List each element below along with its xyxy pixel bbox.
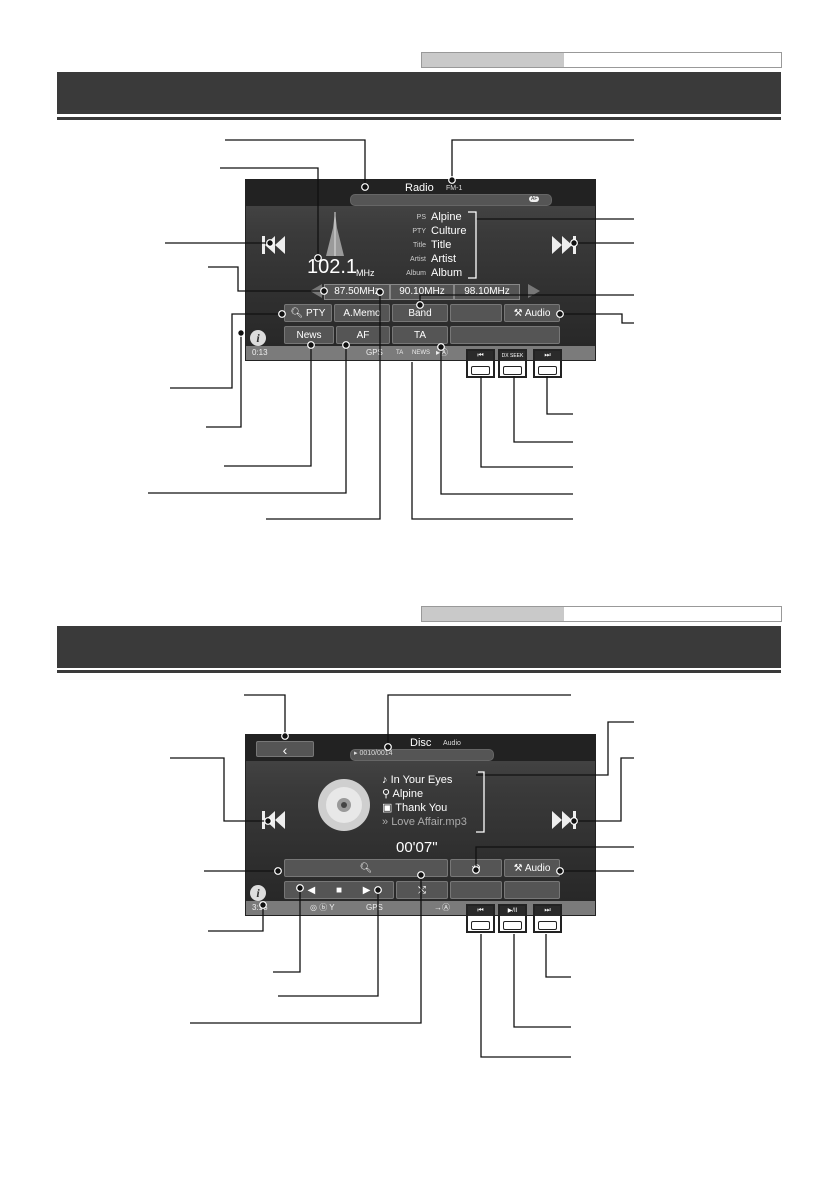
amemo-button[interactable]: A.Memo (334, 304, 390, 322)
status-gps: GPS (366, 903, 383, 912)
back-button[interactable]: ‹ (256, 741, 314, 758)
play-icon: ▸ (354, 750, 360, 757)
meta-label: Title (413, 241, 426, 249)
radio-frequency-unit: MHz (356, 268, 375, 278)
meta-value: Title (431, 239, 452, 251)
file-icon: » (382, 816, 392, 828)
radio-band-label: FM-1 (446, 185, 463, 192)
blank-button[interactable] (450, 326, 560, 344)
status-gps: GPS (366, 348, 383, 357)
audio-button[interactable]: ⚒ Audio (504, 859, 560, 877)
info-icon[interactable]: i (250, 330, 266, 346)
artist-icon: ⚲ (382, 788, 393, 800)
pty-label: PTY (306, 308, 326, 319)
ta-button[interactable]: TA (392, 326, 448, 344)
hw-dx-seek-button[interactable]: DX SEEK (498, 349, 527, 378)
back-chevron-icon: ‹ (282, 742, 288, 758)
status-icons: ◎ ⓑ Y (310, 903, 335, 912)
status-time: 3:15 (252, 903, 268, 912)
disc-subtitle: Audio (443, 740, 461, 747)
meta-value: Artist (431, 253, 457, 265)
search-button[interactable]: 🔍︎ (284, 859, 448, 877)
artist-name: Alpine (392, 788, 424, 800)
album-name: Thank You (395, 802, 448, 814)
pty-search-button[interactable]: 🔍︎ PTY (284, 304, 332, 322)
blank-button[interactable] (450, 304, 502, 322)
song-title: In Your Eyes (390, 774, 453, 786)
disc-screen: ‹ Disc Audio ▸ 0010/0014 ♪ In Your Eyes … (245, 734, 596, 916)
section-tab-strip (421, 52, 782, 68)
radio-info-pill (350, 194, 552, 206)
meta-value: Culture (431, 225, 467, 237)
meta-value: Alpine (431, 211, 462, 223)
track-counter: ▸ 0010/0014 (354, 750, 393, 757)
disc-meta-list: ♪ In Your Eyes ⚲ Alpine ▣ Thank You » Lo… (382, 773, 467, 829)
hw-prev-button[interactable]: ⏮ (466, 904, 495, 933)
section-banner (57, 72, 781, 114)
status-time: 0:13 (252, 348, 268, 357)
disc-title: Disc (410, 737, 432, 749)
nav-arrow-icon: →Ⓐ (434, 903, 450, 912)
shuffle-button[interactable]: ⤭ (396, 881, 448, 899)
preset-button[interactable]: 98.10MHz (454, 284, 520, 300)
shuffle-icon: ⤭ (418, 885, 426, 896)
wrench-icon: ⚒ (513, 863, 525, 874)
elapsed-time: 00'07" (396, 839, 438, 856)
disc-artwork-icon (318, 779, 370, 831)
blank-button[interactable] (450, 881, 502, 899)
folder-nav-button[interactable]: ◀ ■ ▶ (284, 881, 394, 899)
wrench-icon: ⚒ (513, 308, 525, 319)
af-badge: AF (529, 196, 540, 202)
search-icon: 🔍︎ (290, 308, 307, 319)
hw-play-pause-button[interactable]: ▶/II (498, 904, 527, 933)
radio-title: Radio (405, 182, 434, 194)
meta-value: Album (431, 267, 463, 279)
meta-label: PS (416, 213, 426, 221)
nav-arrow-icon: ▸Ⓐ (436, 348, 449, 357)
hw-next-button[interactable]: ⏭ (533, 904, 562, 933)
folder-icon: ■ (335, 885, 343, 896)
folder-next-icon[interactable]: ▶ (362, 885, 371, 896)
audio-label: Audio (524, 863, 551, 874)
file-name: Love Affair.mp3 (391, 816, 467, 828)
section-rule (57, 670, 781, 673)
search-icon: 🔍︎ (359, 863, 373, 874)
meta-label: PTY (412, 227, 426, 235)
meta-label: Album (406, 269, 426, 277)
audio-label: Audio (524, 308, 551, 319)
section-rule (57, 117, 781, 120)
info-icon[interactable]: i (250, 885, 266, 901)
radio-meta-list: PS Alpine PTY Culture Title Title Artist Art… (388, 210, 466, 280)
preset-button[interactable]: 90.10MHz (390, 284, 454, 300)
af-button[interactable]: AF (336, 326, 390, 344)
disc-info-pill (350, 749, 494, 761)
album-icon: ▣ (382, 802, 396, 814)
audio-button[interactable]: ⚒ Audio (504, 304, 560, 322)
status-ta: TA (396, 350, 404, 356)
music-note-icon: ♪ (382, 774, 391, 786)
blank-button[interactable] (504, 881, 560, 899)
radio-tower-icon (326, 212, 344, 256)
section-tab-strip (421, 606, 782, 622)
section-banner (57, 626, 781, 668)
meta-label: Artist (410, 255, 426, 263)
folder-prev-icon[interactable]: ◀ (307, 885, 316, 896)
status-news: NEWS (412, 350, 430, 356)
